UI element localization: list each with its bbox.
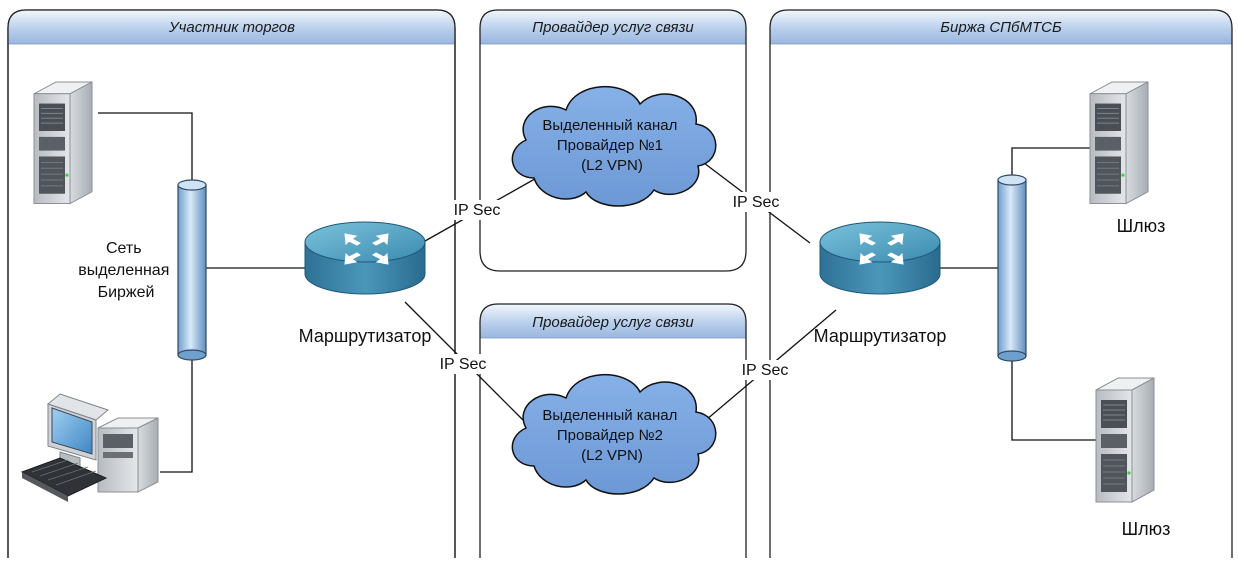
link-pc-bus (160, 355, 193, 473)
zone-participant-title: Участник торгов (168, 19, 295, 36)
router-left-label: Маршрутизатор (299, 326, 432, 346)
gateway-top-server-icon (1089, 81, 1149, 205)
link-bus-gateway-top (1011, 147, 1090, 180)
zone-provider-top: Провайдер услуг связи (479, 9, 747, 272)
zone-exchange-title: Биржа СПбМТСБ (940, 19, 1062, 36)
server-icon (33, 81, 93, 205)
cloud-provider2-icon (511, 373, 717, 495)
bus-right-icon (997, 174, 1027, 362)
cloud2-text: Выделенный канал Провайдер №2 (L2 VPN) (542, 407, 681, 464)
ipsec-label-1: IP Sec (454, 202, 501, 219)
ipsec-labels: IP Sec IP Sec IP Sec IP Sec (432, 192, 796, 380)
cloud-provider1-icon (511, 85, 717, 207)
zone-provider-bottom-title: Провайдер услуг связи (532, 314, 694, 331)
ipsec-label-3: IP Sec (440, 356, 487, 373)
network-label: Сеть выделенная Биржей (78, 240, 174, 301)
ipsec-label-4: IP Sec (742, 362, 789, 379)
router-left-icon (304, 221, 426, 295)
gateway-bottom-label: Шлюз (1122, 519, 1171, 539)
router-right-icon (819, 221, 941, 295)
router-right-label: Маршрутизатор (814, 326, 947, 346)
workstation-icon (20, 393, 159, 502)
gateway-bottom-server-icon (1095, 377, 1155, 503)
gateway-top-label: Шлюз (1117, 216, 1166, 236)
zone-provider-top-title: Провайдер услуг связи (532, 19, 694, 36)
bus-left-icon (177, 179, 207, 361)
cloud1-text: Выделенный канал Провайдер №1 (L2 VPN) (542, 117, 681, 174)
link-server-bus (98, 112, 193, 185)
link-bus-gateway-bottom (1011, 356, 1096, 441)
ipsec-label-2: IP Sec (733, 194, 780, 211)
